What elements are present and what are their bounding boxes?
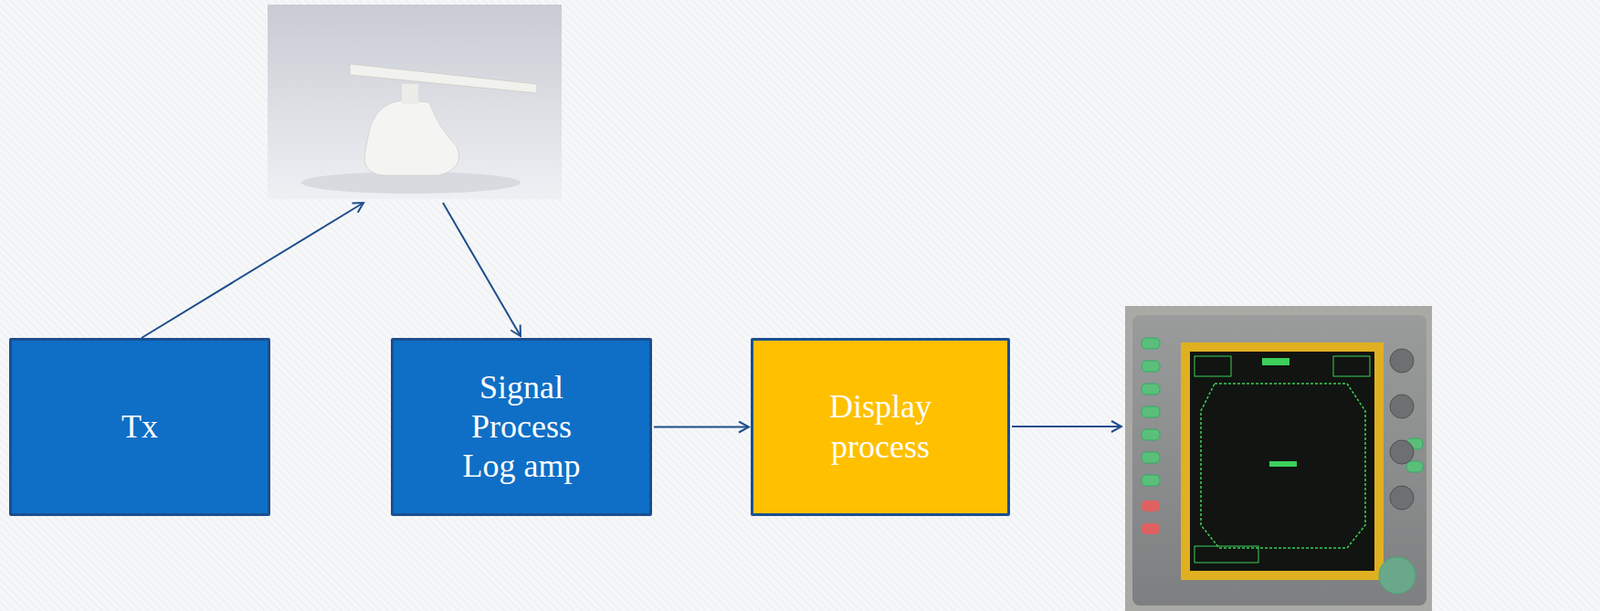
box-label: Display process xyxy=(802,387,958,466)
tx-to-antenna-arrow xyxy=(141,202,364,338)
antenna-photo xyxy=(267,4,562,200)
box-label: Tx xyxy=(121,407,158,447)
process-box: Display process xyxy=(750,337,1011,516)
radar-display-photo xyxy=(1125,305,1432,611)
process-box: Tx xyxy=(9,337,271,516)
process-box: Signal Process Log amp xyxy=(390,337,653,516)
flow-arrow xyxy=(653,426,749,429)
antenna-to-receiver-arrow xyxy=(442,202,521,337)
display-output-arrow xyxy=(1011,425,1122,428)
box-label: Signal Process Log amp xyxy=(443,368,600,487)
